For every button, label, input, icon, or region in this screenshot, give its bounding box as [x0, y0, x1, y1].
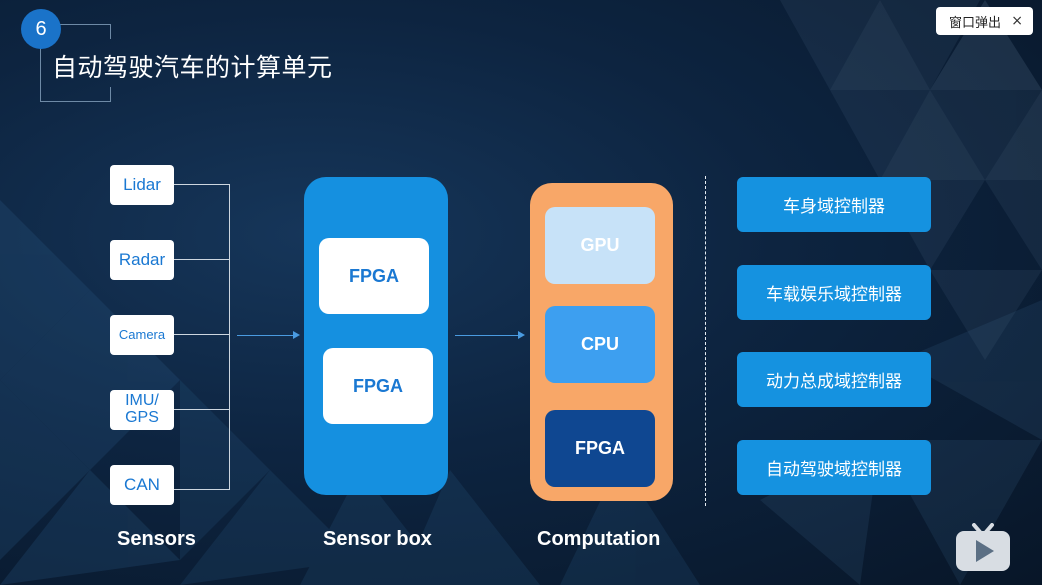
- label-computation: Computation: [537, 528, 661, 550]
- controller-infotainment: 车载娱乐域控制器: [737, 265, 931, 320]
- sensor-radar: Radar: [110, 240, 174, 280]
- sensor-wire-4: [174, 409, 229, 410]
- sensor-wire-3: [174, 334, 229, 335]
- sensor-can: CAN: [110, 465, 174, 505]
- title-frame: [40, 24, 111, 102]
- controller-body: 车身域控制器: [737, 177, 931, 232]
- computation-fpga: FPGA: [545, 410, 655, 487]
- sensor-wire-5: [174, 489, 229, 490]
- computation-gpu: GPU: [545, 207, 655, 284]
- video-play-icon[interactable]: [954, 523, 1012, 573]
- sensor-wire-1: [174, 184, 229, 185]
- dashed-divider: [705, 176, 706, 506]
- arrow-box-to-compute: [455, 335, 518, 336]
- arrow-sensors-to-box: [237, 335, 293, 336]
- popout-label: 窗口弹出: [949, 15, 1002, 31]
- sensor-box-fpga-2: FPGA: [323, 348, 433, 424]
- arrow-box-to-compute-head: [518, 331, 525, 339]
- controller-powertrain: 动力总成域控制器: [737, 352, 931, 407]
- label-sensor-box: Sensor box: [323, 528, 432, 550]
- sensor-wire-2: [174, 259, 229, 260]
- sensor-camera: Camera: [110, 315, 174, 355]
- slide-number-badge: 6: [21, 9, 61, 49]
- sensor-lidar: Lidar: [110, 165, 174, 205]
- controller-autonomous-driving: 自动驾驶域控制器: [737, 440, 931, 495]
- arrow-sensors-to-box-head: [293, 331, 300, 339]
- slide-title: 自动驾驶汽车的计算单元: [52, 53, 333, 82]
- sensor-box-fpga-1: FPGA: [319, 238, 429, 314]
- popout-window-button[interactable]: 窗口弹出 ×: [936, 7, 1033, 35]
- close-icon[interactable]: ×: [1011, 13, 1023, 29]
- sensor-bracket-vertical: [229, 184, 230, 490]
- sensor-imu-gps: IMU/ GPS: [110, 390, 174, 430]
- sensor-box-panel: [304, 177, 448, 495]
- computation-cpu: CPU: [545, 306, 655, 383]
- label-sensors: Sensors: [117, 528, 196, 550]
